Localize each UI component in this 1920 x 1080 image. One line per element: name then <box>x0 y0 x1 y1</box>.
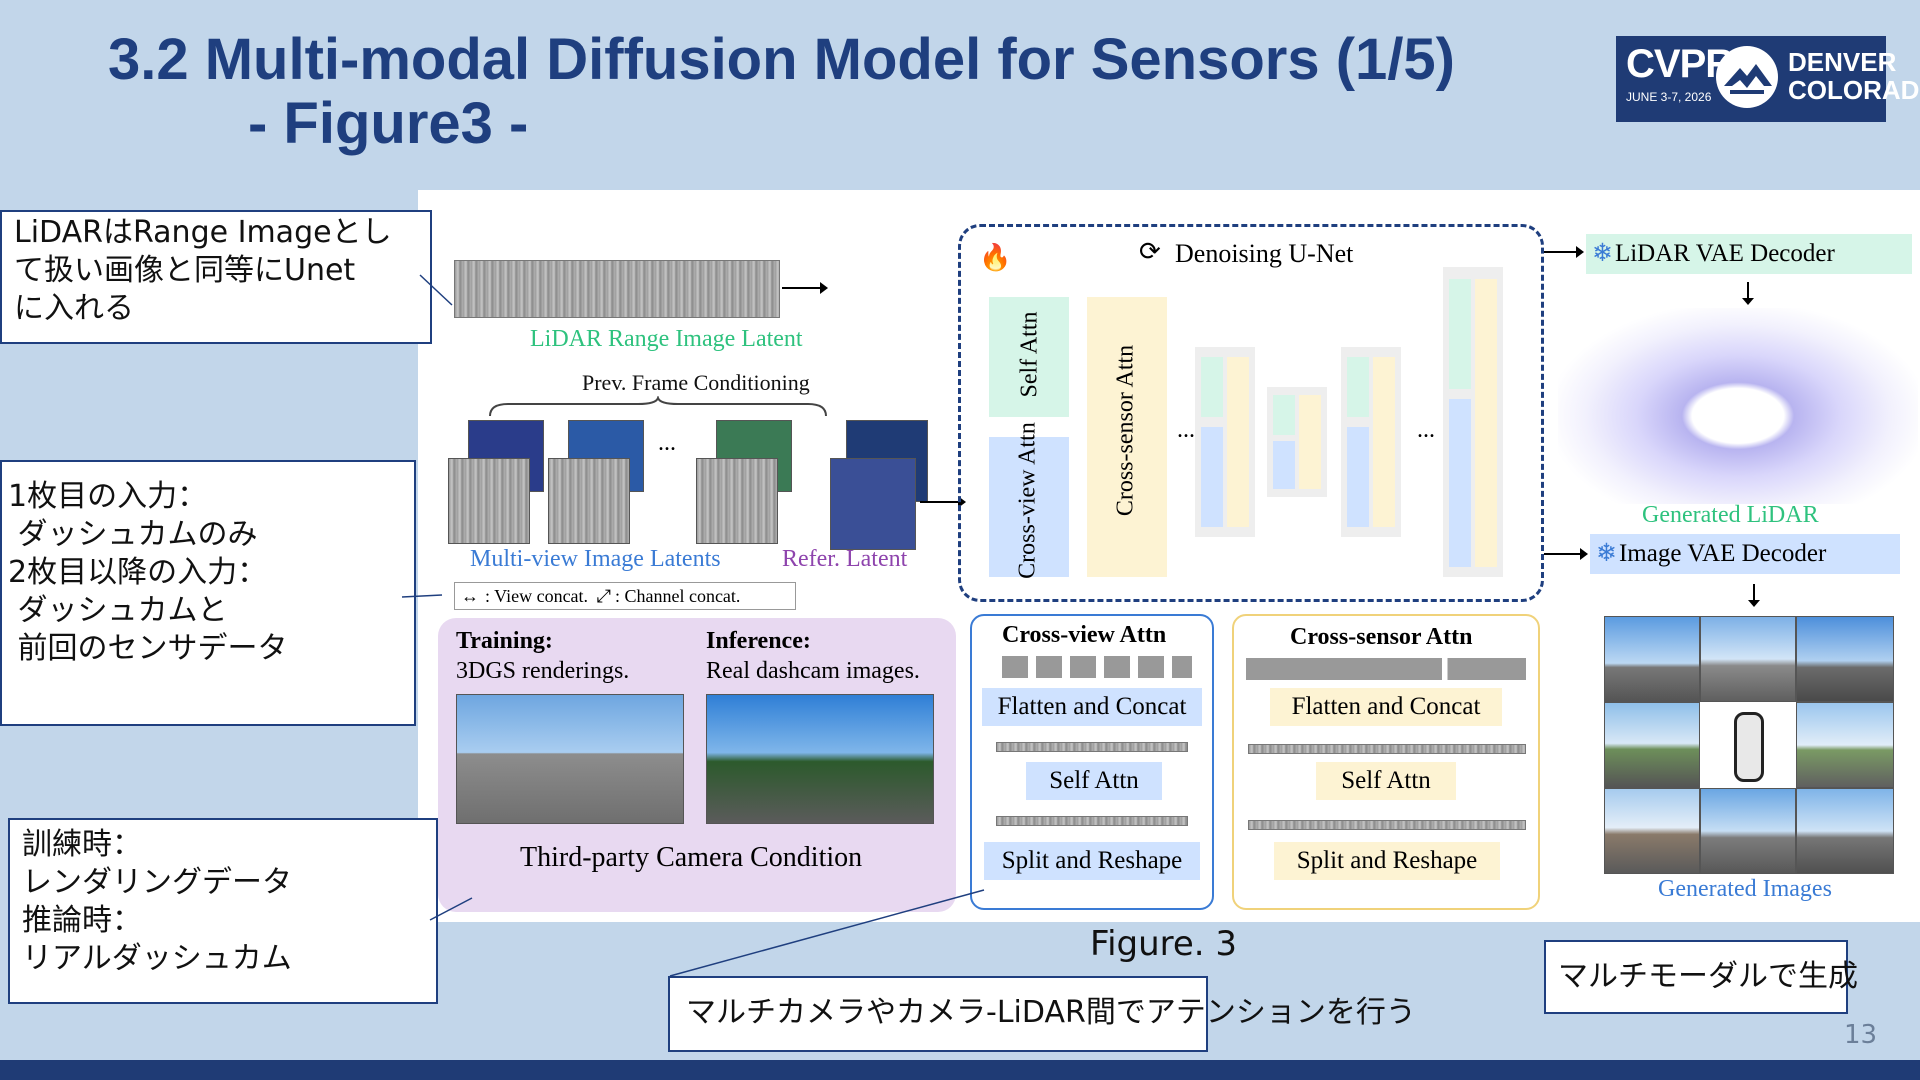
cs-split: Split and Reshape <box>1274 842 1500 880</box>
mountain-icon <box>1716 46 1778 108</box>
latent-cube-2 <box>548 458 630 544</box>
generated-images-label: Generated Images <box>1658 876 1832 902</box>
third-party-panel: Training: 3DGS renderings. Inference: Re… <box>438 618 956 912</box>
lidar-decoder: ❄LiDAR VAE Decoder <box>1586 234 1912 274</box>
view-concat-icon: ↔ <box>461 586 479 606</box>
cs-self: Self Attn <box>1316 762 1456 800</box>
arrow-lidar-decoder-down <box>1742 282 1754 305</box>
gen-image-6 <box>1604 788 1700 874</box>
image-decoder-label: Image VAE Decoder <box>1618 540 1827 567</box>
inference-text: Real dashcam images. <box>706 658 920 684</box>
latent-cube-1 <box>448 458 530 544</box>
cv-sep-2 <box>996 816 1188 826</box>
unet-layer-2 <box>1267 387 1327 497</box>
bottom-bar <box>0 1060 1920 1080</box>
gen-image-8 <box>1796 788 1894 874</box>
cv-detail-title: Cross-view Attn <box>1002 622 1167 648</box>
logo-city-2: COLORADO <box>1788 75 1920 105</box>
note-input-frames: 1枚目の入力： ダッシュカムのみ 2枚目以降の入力： ダッシュカムと 前回のセン… <box>0 460 416 726</box>
cross-sensor-detail: Cross-sensor Attn Flatten and Concat Sel… <box>1232 614 1540 910</box>
title-line-1: 3.2 Multi-modal Diffusion Model for Sens… <box>108 27 1455 92</box>
cv-flatten: Flatten and Concat <box>982 688 1202 726</box>
cv-token-row <box>1002 656 1192 678</box>
unet-box: 🔥 ⟳ Denoising U-Net Self Attn Cross-view… <box>958 224 1544 602</box>
logo-city: DENVER COLORADO <box>1788 48 1920 104</box>
ref-latent-front <box>830 458 916 550</box>
channel-concat-icon: ⤢ <box>596 586 611 606</box>
arrow-unet-to-lidar-decoder <box>1544 246 1584 258</box>
slide-title: 3.2 Multi-modal Diffusion Model for Sens… <box>108 28 1455 156</box>
inference-photo <box>706 694 934 824</box>
cs-sep-1 <box>1248 744 1526 754</box>
figure-3: LiDAR Range Image Latent Prev. Frame Con… <box>418 190 1920 922</box>
multiview-label: Multi-view Image Latents <box>470 546 721 572</box>
prev-frame-label: Prev. Frame Conditioning <box>582 370 810 395</box>
cv-sep-1 <box>996 742 1188 752</box>
self-attn-block: Self Attn <box>989 297 1069 417</box>
cv-split: Split and Reshape <box>984 842 1200 880</box>
cs-flatten: Flatten and Concat <box>1270 688 1502 726</box>
lidar-latent-strip <box>454 260 780 318</box>
cube-ellipsis: ... <box>658 430 676 456</box>
cs-detail-title: Cross-sensor Attn <box>1290 624 1473 650</box>
note-lidar-range-image: LiDARはRange Imageとし て扱い画像と同等にUnet に入れる <box>0 210 432 344</box>
unet-layer-1 <box>1195 347 1255 537</box>
unet-layer-4 <box>1443 267 1503 577</box>
training-text: 3DGS renderings. <box>456 658 630 684</box>
unet-ellipsis-2: ... <box>1417 417 1435 443</box>
page-number: 13 <box>1844 1020 1878 1050</box>
reference-latent <box>830 420 930 550</box>
gen-image-3 <box>1796 616 1894 702</box>
refresh-icon: ⟳ <box>1139 237 1161 267</box>
legend-view: : View concat. <box>485 586 589 606</box>
training-heading: Training: <box>456 628 553 654</box>
prev-frame-brace <box>489 396 827 417</box>
unet-layer-3 <box>1341 347 1401 537</box>
unet-title: Denoising U-Net <box>1175 239 1354 268</box>
unet-ellipsis-1: ... <box>1177 417 1195 443</box>
generated-lidar-label: Generated LiDAR <box>1642 502 1819 528</box>
figure-caption: Figure. 3 <box>1090 924 1238 964</box>
note-training-inference: 訓練時： レンダリングデータ 推論時： リアルダッシュカム <box>8 818 438 1004</box>
third-party-label: Third-party Camera Condition <box>520 842 863 873</box>
lidar-latent-label: LiDAR Range Image Latent <box>530 326 803 352</box>
training-photo <box>456 694 684 824</box>
cross-view-detail: Cross-view Attn Flatten and Concat Self … <box>970 614 1214 910</box>
cross-view-block: Cross-view Attn <box>989 422 1069 579</box>
title-line-2: - Figure3 - <box>248 91 529 156</box>
note-multimodal: マルチモーダルで生成 <box>1544 940 1858 1014</box>
cvpr-logo: CVPR JUNE 3-7, 2026 DENVER COLORADO <box>1616 36 1920 122</box>
lidar-decoder-label: LiDAR VAE Decoder <box>1614 240 1835 267</box>
gen-image-4 <box>1604 702 1700 788</box>
refer-label: Refer. Latent <box>782 546 908 572</box>
cs-sep-2 <box>1248 820 1526 830</box>
snowflake-icon: ❄ <box>1592 240 1613 267</box>
logo-dates: JUNE 3-7, 2026 <box>1626 90 1712 104</box>
car-icon <box>1700 702 1794 786</box>
generated-images-grid <box>1604 616 1894 874</box>
logo-city-1: DENVER <box>1788 47 1897 77</box>
snowflake-icon-2: ❄ <box>1596 540 1617 567</box>
fire-icon: 🔥 <box>979 243 1012 273</box>
legend-channel: : Channel concat. <box>614 586 741 606</box>
gen-image-7 <box>1700 788 1796 874</box>
arrow-lidar-to-unet <box>782 282 828 294</box>
inference-heading: Inference: <box>706 628 811 654</box>
image-decoder: ❄Image VAE Decoder <box>1590 534 1900 574</box>
cs-token-row <box>1246 658 1526 680</box>
arrow-image-decoder-down <box>1748 584 1760 607</box>
cv-self: Self Attn <box>1026 762 1162 800</box>
gen-image-2 <box>1700 616 1796 702</box>
arrow-unet-to-image-decoder <box>1544 548 1588 560</box>
gen-image-1 <box>1604 616 1700 702</box>
generated-lidar-point-cloud <box>1558 308 1918 504</box>
multiview-cubes: ... <box>448 420 828 560</box>
gen-image-5 <box>1796 702 1894 788</box>
cross-sensor-block: Cross-sensor Attn <box>1087 297 1167 577</box>
concat-legend: ↔ : View concat. ⤢: Channel concat. <box>454 582 796 610</box>
latent-cube-3 <box>696 458 778 544</box>
